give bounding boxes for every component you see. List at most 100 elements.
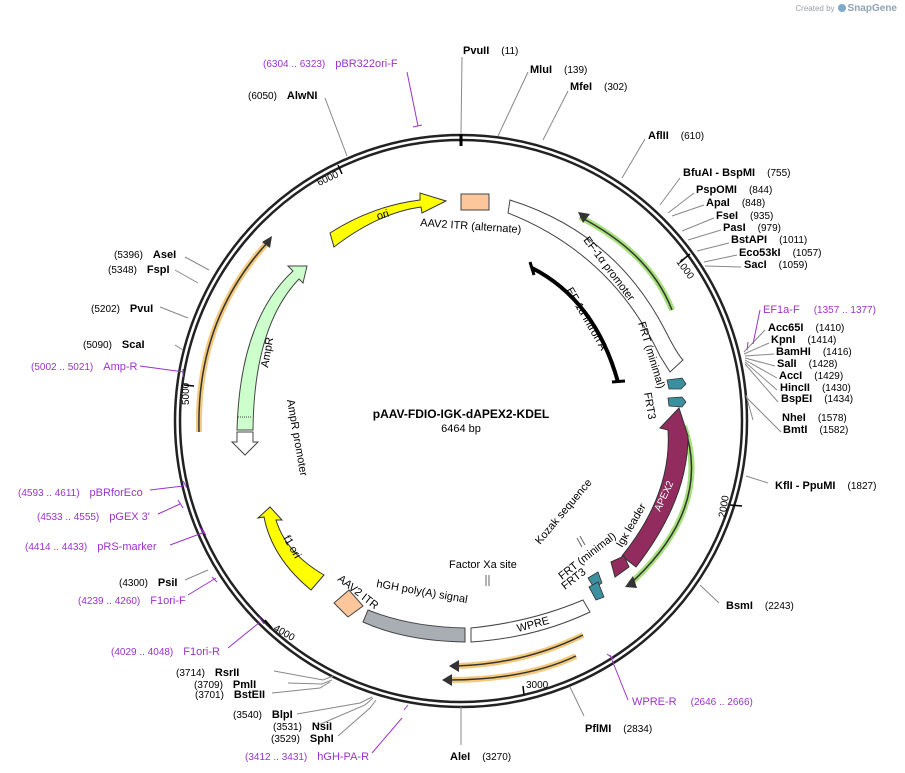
site-alei[interactable]: AleI(3270)	[450, 751, 511, 763]
orf-green-1[interactable]	[579, 216, 673, 311]
site-bamhi[interactable]: BamHI(1416)	[776, 346, 852, 358]
tick-mark	[183, 384, 195, 387]
primer-hgh-pa-r[interactable]: (3412 .. 3431)hGH-PA-R	[245, 751, 369, 763]
ori-label: ori	[375, 208, 390, 223]
orf-arrowhead	[578, 212, 590, 223]
tick-label-5000: 5000	[181, 382, 192, 405]
ampr-feature[interactable]	[236, 265, 308, 431]
site-sali[interactable]: SalI(1428)	[777, 358, 837, 370]
intron-end-mark	[611, 379, 626, 384]
ampr-label: AmpR	[259, 336, 276, 368]
site-alwni[interactable]: (6050)AlwNI	[248, 90, 317, 102]
site-apai[interactable]: ApaI(848)	[706, 197, 765, 209]
primer-pbr322ori-f[interactable]: (6304 .. 6323)pBR322ori-F	[263, 58, 398, 70]
site-pspomi[interactable]: PspOMI(844)	[696, 184, 772, 196]
snapgene-logo-icon	[837, 4, 846, 12]
site-acc65i[interactable]: Acc65I(1410)	[768, 322, 844, 334]
apex2-feature[interactable]	[621, 407, 689, 568]
site-mlui[interactable]: MluI(139)	[530, 64, 587, 76]
frt-minimal-1-feature[interactable]	[666, 377, 687, 390]
site-mfei[interactable]: MfeI(302)	[570, 81, 627, 93]
hgh-polya-feature[interactable]	[362, 609, 466, 643]
site-fsei[interactable]: FseI(935)	[716, 210, 773, 222]
site-pvui[interactable]: (5202)PvuI	[91, 303, 153, 315]
site-scai[interactable]: (5090)ScaI	[83, 339, 145, 351]
site-hincii[interactable]: HincII(1430)	[780, 382, 851, 394]
site-nsii[interactable]: (3531)NsiI	[273, 721, 332, 733]
orf-arrowhead	[449, 660, 459, 672]
primer-labels: (6304 .. 6323)pBR322ori-F EF1a-F(1357 ..…	[18, 58, 876, 763]
site-bsteii[interactable]: (3701)BstEII	[195, 689, 265, 701]
site-fspi[interactable]: (5348)FspI	[108, 264, 170, 276]
frt3-1-feature[interactable]	[667, 396, 687, 408]
orf-green-2[interactable]	[629, 425, 693, 585]
tick-mark	[337, 164, 343, 175]
tick-mark	[729, 504, 743, 507]
igk-leader-feature[interactable]	[610, 555, 630, 578]
ori-feature[interactable]	[329, 192, 448, 248]
kozak-label: Kozak sequence	[533, 477, 594, 547]
wpre-feature[interactable]	[470, 599, 591, 643]
site-sphi[interactable]: (3529)SphI	[271, 733, 334, 745]
credit-brand: SnapGene	[847, 3, 897, 14]
site-pflmi[interactable]: PflMI(2834)	[585, 723, 652, 735]
site-asei[interactable]: (5396)AseI	[114, 249, 176, 261]
site-nhei[interactable]: NheI(1578)	[782, 412, 847, 424]
tick-label-2000: 2000	[717, 494, 732, 518]
site-kpni[interactable]: KpnI(1414)	[771, 334, 836, 346]
orf-orange-1[interactable]	[455, 634, 584, 667]
site-pasi[interactable]: PasI(979)	[723, 222, 781, 234]
tick-mark	[522, 685, 525, 696]
site-acci[interactable]: AccI(1429)	[779, 370, 843, 382]
site-saci[interactable]: SacI(1059)	[744, 259, 808, 271]
credit-prefix: Created by	[795, 4, 835, 13]
site-leaders	[159, 56, 782, 745]
orf-arrowhead	[625, 576, 637, 588]
tick-label-3000: 3000	[526, 680, 549, 691]
ef1a-promoter-feature[interactable]	[507, 199, 684, 373]
primer-pbrforeco[interactable]: (4593 .. 4611)pBRforEco	[18, 487, 143, 499]
primer-f1ori-f[interactable]: (4239 .. 4260)F1ori-F	[78, 595, 186, 607]
site-bmti[interactable]: BmtI(1582)	[783, 424, 848, 436]
ampr-promoter-label: AmpR promoter	[284, 398, 309, 477]
site-rsrii[interactable]: (3714)RsrII	[176, 667, 239, 679]
tick-mark	[264, 619, 273, 629]
primer-pgex-3[interactable]: (4533 .. 4555)pGEX 3'	[37, 511, 150, 523]
ef1a-intron-feature[interactable]	[531, 266, 620, 383]
orf-orange-2[interactable]	[447, 655, 577, 681]
site-kfli[interactable]: KflI - PpuMI(1827)	[775, 480, 876, 492]
intron-end-mark	[528, 261, 536, 276]
f1-ori-feature[interactable]	[256, 506, 325, 591]
site-bsmi[interactable]: BsmI(2243)	[726, 600, 794, 612]
site-labels: PvuII(11) MluI(139) MfeI(302) AflII(610)…	[83, 45, 876, 763]
site-pmli[interactable]: (3709)PmlI	[194, 679, 256, 691]
site-bfuai[interactable]: BfuAI - BspMI(755)	[683, 167, 790, 179]
frt3-1-label: FRT3	[641, 391, 658, 420]
factor-xa-label: Factor Xa site	[449, 559, 517, 571]
frt3-2-feature[interactable]	[588, 581, 605, 601]
orf-arrowhead	[262, 236, 272, 248]
snapgene-credit: Created by SnapGene	[795, 3, 897, 14]
ef1a-promoter-label: EF-1α promoter	[581, 235, 637, 304]
aav2-itr-alt-feature[interactable]	[460, 193, 490, 211]
site-bstapi[interactable]: BstAPI(1011)	[731, 234, 807, 246]
site-bspei[interactable]: BspEI(1434)	[781, 393, 853, 405]
site-eco53ki[interactable]: Eco53kI(1057)	[739, 247, 822, 259]
primer-f1ori-r[interactable]: (4029 .. 4048)F1ori-R	[111, 646, 220, 658]
kozak-feature[interactable]	[576, 537, 583, 548]
site-pvuii[interactable]: PvuII(11)	[463, 45, 518, 57]
ampr-promoter-feature[interactable]	[230, 431, 260, 456]
orf-orange-3[interactable]	[198, 241, 269, 433]
aav2-itr-feature[interactable]	[333, 589, 364, 618]
site-aflii[interactable]: AflII(610)	[648, 130, 704, 142]
primer-prs-marker[interactable]: (4414 .. 4433)pRS-marker	[25, 541, 157, 553]
primer-amp-r[interactable]: (5002 .. 5021)Amp-R	[31, 361, 138, 373]
site-blpi[interactable]: (3540)BlpI	[233, 709, 293, 721]
orf-arrowhead	[442, 674, 452, 686]
primer-leaders	[139, 71, 761, 754]
site-psii[interactable]: (4300)PsiI	[119, 577, 177, 589]
primer-wpre-r[interactable]: WPRE-R(2646 .. 2666)	[632, 696, 753, 708]
primer-ef1a-f[interactable]: EF1a-F(1357 .. 1377)	[763, 304, 876, 316]
kozak-feature-2	[579, 535, 586, 546]
